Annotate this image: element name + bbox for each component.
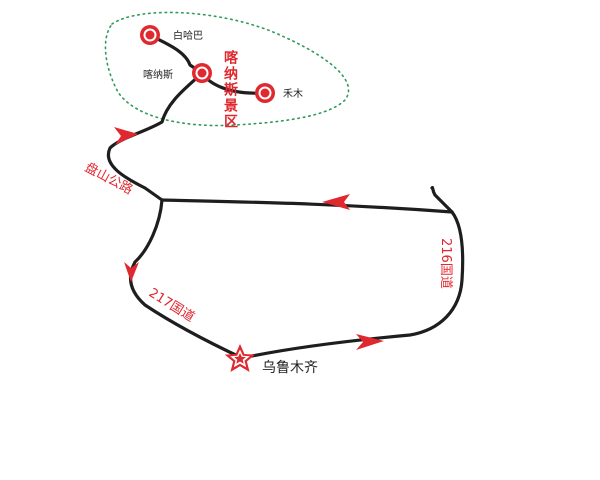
label-baihaba: 白哈巴 — [173, 29, 203, 42]
arrow-icon — [124, 262, 139, 282]
arrow-icon — [322, 194, 350, 210]
label-urumqi: 乌鲁木齐 — [262, 360, 318, 376]
circle-marker-icon — [192, 63, 212, 83]
label-road-216: 216国道 — [438, 238, 453, 289]
place-markers — [140, 25, 275, 372]
circle-marker-icon — [255, 83, 275, 103]
road-connector — [160, 198, 454, 214]
circle-marker-icon — [140, 25, 160, 45]
road-217 — [129, 198, 244, 360]
road-216 — [240, 185, 465, 360]
arrow-icon — [356, 334, 384, 350]
star-icon — [224, 344, 256, 372]
label-road-217: 217国道 — [146, 286, 197, 326]
road-network — [106, 33, 465, 360]
label-kanasi: 喀纳斯 — [143, 68, 173, 81]
arrow-icon — [114, 127, 138, 145]
label-hemu: 禾木 — [283, 88, 303, 100]
direction-arrows — [114, 127, 384, 350]
label-scenic-area: 喀纳斯景区 — [222, 49, 238, 130]
